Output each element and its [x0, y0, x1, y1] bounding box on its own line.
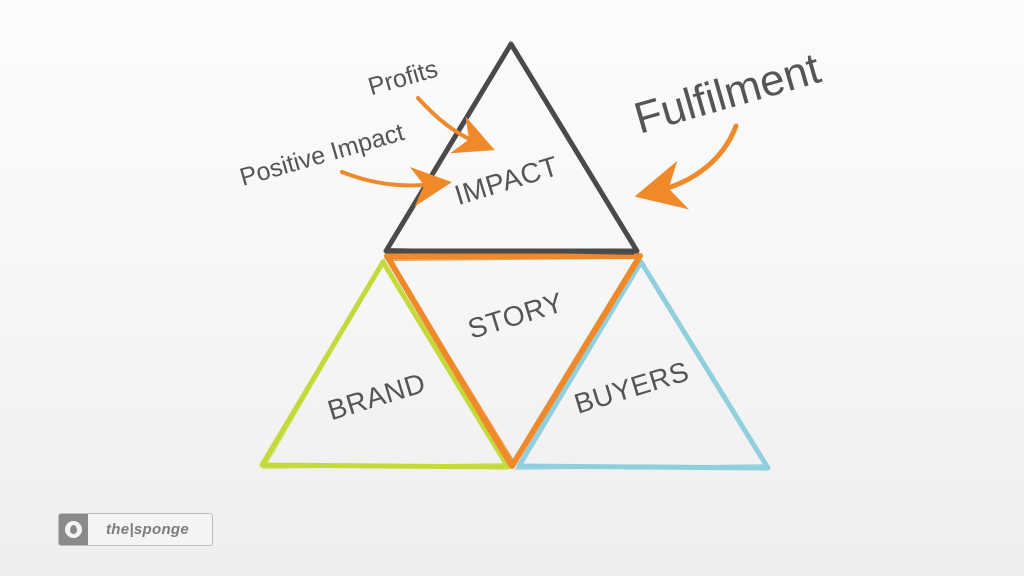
impact-label: IMPACT [451, 150, 562, 211]
profits-arrow [416, 96, 495, 154]
thesponge-logo: the|sponge [58, 513, 213, 546]
brand-label: BRAND [324, 367, 429, 426]
brand-triangle [259, 257, 511, 470]
story-label: STORY [464, 286, 567, 344]
buyers-label: BUYERS [571, 355, 693, 419]
positive-impact-arrow [340, 166, 452, 207]
profits-label: Profits [365, 55, 441, 101]
fulfilment-label: Fulfilment [629, 44, 826, 144]
logo-text: the|sponge [106, 521, 190, 538]
fulfilment-arrow [634, 123, 739, 210]
sponge-drop-icon [59, 514, 88, 545]
impact-triangle [383, 41, 640, 255]
positive-impact-label: Positive Impact [237, 118, 408, 192]
story-triangle [384, 253, 643, 469]
